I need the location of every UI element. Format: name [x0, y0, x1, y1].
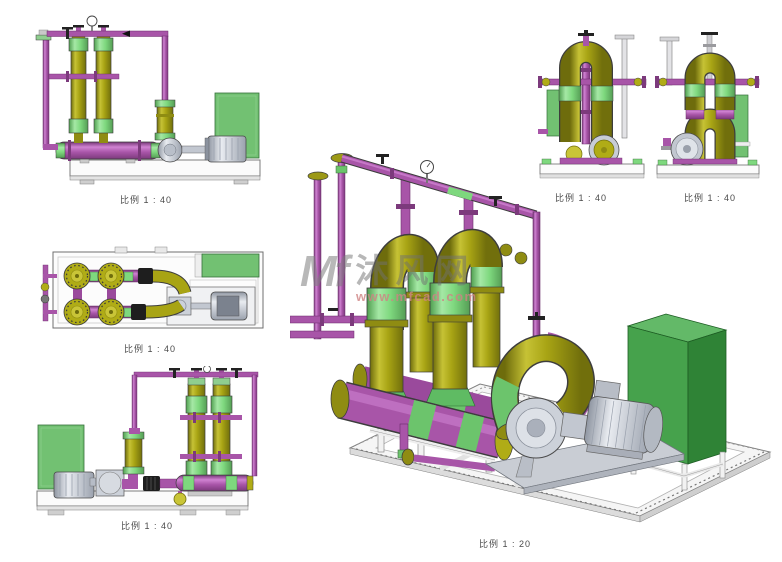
side-view-scale-caption: 比例 1 : 40 [120, 521, 174, 531]
base-frame [69, 159, 261, 185]
front-filter-columns [361, 282, 476, 409]
isometric-view-drawing [290, 153, 772, 523]
motor-and-pump [53, 469, 125, 499]
pump [505, 397, 592, 478]
filter-columns [68, 25, 114, 143]
manifold-vessel [173, 474, 254, 506]
end-view-b-drawing [655, 32, 760, 179]
base-pipe [559, 157, 623, 165]
rear-filter-columns [405, 243, 528, 373]
base-frame [656, 159, 760, 179]
piping [129, 366, 259, 477]
drain-pipe [397, 423, 496, 472]
pump-and-motor [157, 135, 247, 163]
upper-return-bends [370, 175, 503, 330]
top-manifold [340, 153, 538, 220]
pressure-gauge [203, 366, 211, 373]
left-riser-pipes [290, 153, 385, 340]
front-view-drawing [35, 15, 261, 185]
control-cabinet [37, 424, 85, 490]
accumulator [154, 99, 176, 141]
end-view-a-drawing [538, 30, 647, 179]
right-riser-pipe [528, 211, 552, 349]
filter-u-bends [684, 52, 736, 163]
base-pipe [672, 158, 738, 165]
plan-view-drawing [40, 246, 264, 329]
flex-coupling [143, 476, 179, 491]
plan-view-scale-caption: 比例 1 : 40 [123, 344, 177, 354]
side-view-drawing [36, 366, 259, 516]
motor [584, 379, 664, 460]
piping [35, 15, 169, 150]
drain-valve [173, 492, 187, 506]
piping [40, 264, 192, 322]
filter-columns [180, 368, 242, 476]
manifold-vessel [55, 140, 161, 164]
front-view-scale-caption: 比例 1 : 40 [119, 195, 173, 205]
end-view-b-scale-caption: 比例 1 : 40 [683, 193, 737, 203]
iso-view-scale-caption: 比例 1 : 20 [478, 539, 532, 549]
filter-column-tops [63, 262, 125, 326]
filter-u-bend [558, 30, 614, 142]
front-manifold-vessel [330, 379, 514, 461]
control-cabinet [194, 253, 260, 278]
accumulator [122, 431, 145, 489]
pressure-gauge [86, 15, 98, 27]
end-view-a-scale-caption: 比例 1 : 40 [554, 193, 608, 203]
